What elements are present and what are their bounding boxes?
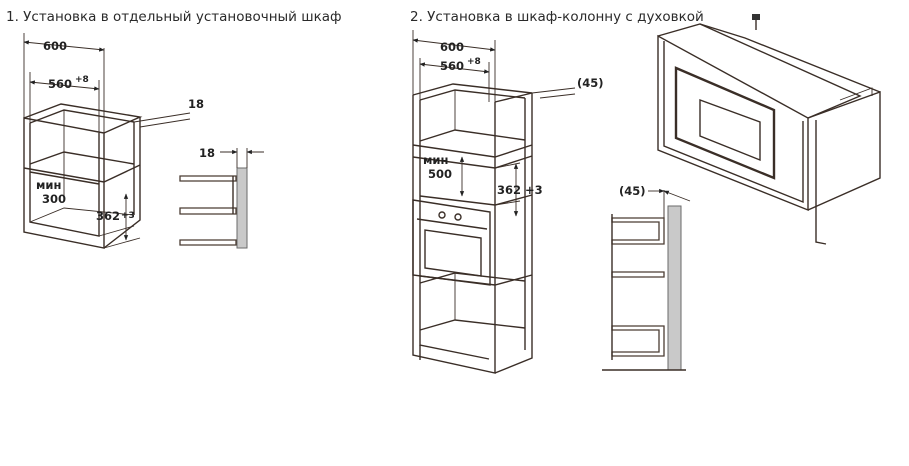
dim-560-opt2: 560: [440, 59, 464, 73]
min-value-opt2: 500: [428, 167, 452, 181]
dim-18-top-opt1: 18: [199, 146, 215, 160]
min-value-opt1: 300: [42, 192, 66, 206]
heading-option-1: 1. Установка в отдельный установочный шк…: [6, 9, 342, 25]
dim-560-opt1: 560: [48, 77, 72, 91]
min-label-opt2: мин: [423, 153, 448, 167]
dim-362-opt2: 362: [497, 183, 521, 197]
dim-45-side-opt2: (45): [577, 76, 604, 90]
dim-362-opt1: 362: [96, 209, 120, 223]
side-detail-2: [602, 188, 691, 371]
dim-600-opt1: 600: [43, 39, 67, 53]
dimension-lines-2: [412, 30, 576, 217]
heading-option-2: 2. Установка в шкаф-колонну с духовкой: [410, 9, 704, 25]
dim-600-opt2: 600: [440, 40, 464, 54]
dim-362-tol-opt2: +3: [525, 183, 543, 197]
dim-560-tol-opt2: +8: [467, 57, 481, 67]
dimension-lines-1: [23, 33, 191, 249]
side-detail-1: [179, 148, 264, 249]
min-label-opt1: мин: [36, 178, 61, 192]
dim-560-tol-opt1: +8: [75, 75, 89, 85]
microwave-illustration: [657, 14, 881, 245]
cabinet-standalone: [23, 103, 143, 249]
dim-18-side-opt1: 18: [188, 97, 204, 111]
dim-362-tol-opt1: +3: [121, 211, 135, 221]
cabinet-column: [412, 83, 533, 374]
dim-45-detail-opt2: (45): [619, 184, 646, 198]
